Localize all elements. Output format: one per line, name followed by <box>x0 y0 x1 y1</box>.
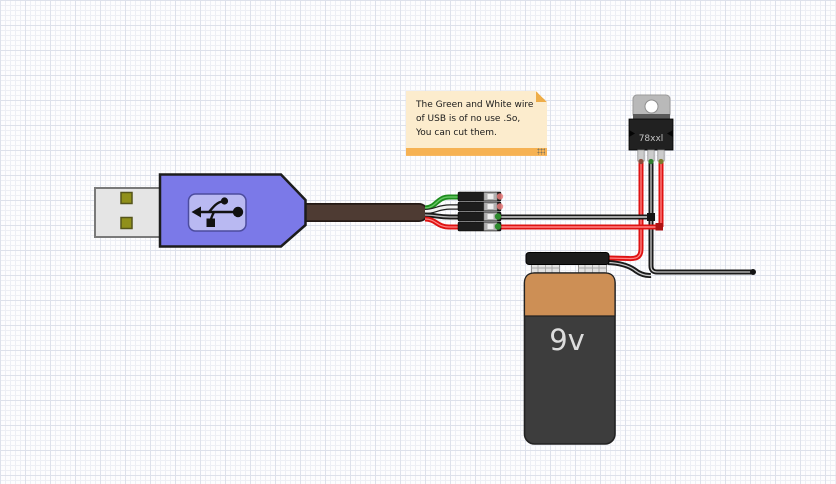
sticky-note[interactable]: The Green and White wire of USB is of no… <box>406 91 547 156</box>
tip-disconnected-dot <box>496 193 504 200</box>
wire-usb-white[interactable] <box>424 204 459 215</box>
wire-usb-green[interactable] <box>424 194 459 211</box>
tip-disconnected-dot <box>496 203 504 210</box>
voltage-regulator-78xx[interactable]: 78xxl <box>628 94 674 165</box>
header-connector-black[interactable] <box>457 211 502 222</box>
regulator-tab-shadow <box>633 114 670 119</box>
regulator-mounting-hole <box>644 99 659 114</box>
junction-ground[interactable] <box>647 213 655 221</box>
junction-5v[interactable] <box>655 223 664 231</box>
usb-serial-adapter[interactable] <box>94 173 429 248</box>
regulator-notch-right <box>667 130 673 137</box>
wire-usb-red[interactable] <box>424 216 459 230</box>
note-fold-corner <box>536 91 547 102</box>
battery-jacket-top <box>523 272 616 317</box>
battery-9v[interactable]: 9v <box>523 252 616 445</box>
wire-battery-negative[interactable] <box>607 260 652 279</box>
note-resize-handle[interactable] <box>537 148 545 155</box>
header-connector-red[interactable] <box>457 221 502 232</box>
regulator-label: 78xxl <box>639 134 664 144</box>
tip-connected-dot <box>494 213 502 220</box>
regulator-body <box>628 118 674 151</box>
usb-contact-top <box>120 191 133 205</box>
tip-connected-dot <box>494 223 502 230</box>
header-connector-green[interactable] <box>457 191 504 202</box>
pin-connection-dot <box>658 158 664 165</box>
pin-connection-dot <box>648 158 654 165</box>
wire-usb-black[interactable] <box>424 212 459 220</box>
regulator-notch-left <box>629 130 635 137</box>
pin-connection-dot <box>638 158 644 165</box>
usb-contact-bottom <box>120 216 133 230</box>
note-text[interactable]: The Green and White wire of USB is of no… <box>416 100 534 138</box>
note-bottom-bar[interactable] <box>406 148 547 156</box>
usb-trident-icon <box>191 197 244 227</box>
wire-ground-bus[interactable] <box>648 160 756 275</box>
wire-end-point[interactable] <box>750 269 756 275</box>
wire-battery-positive[interactable] <box>607 160 644 262</box>
battery-cap <box>525 252 610 265</box>
header-connector-white[interactable] <box>457 201 504 212</box>
battery-label: 9v <box>549 323 585 357</box>
